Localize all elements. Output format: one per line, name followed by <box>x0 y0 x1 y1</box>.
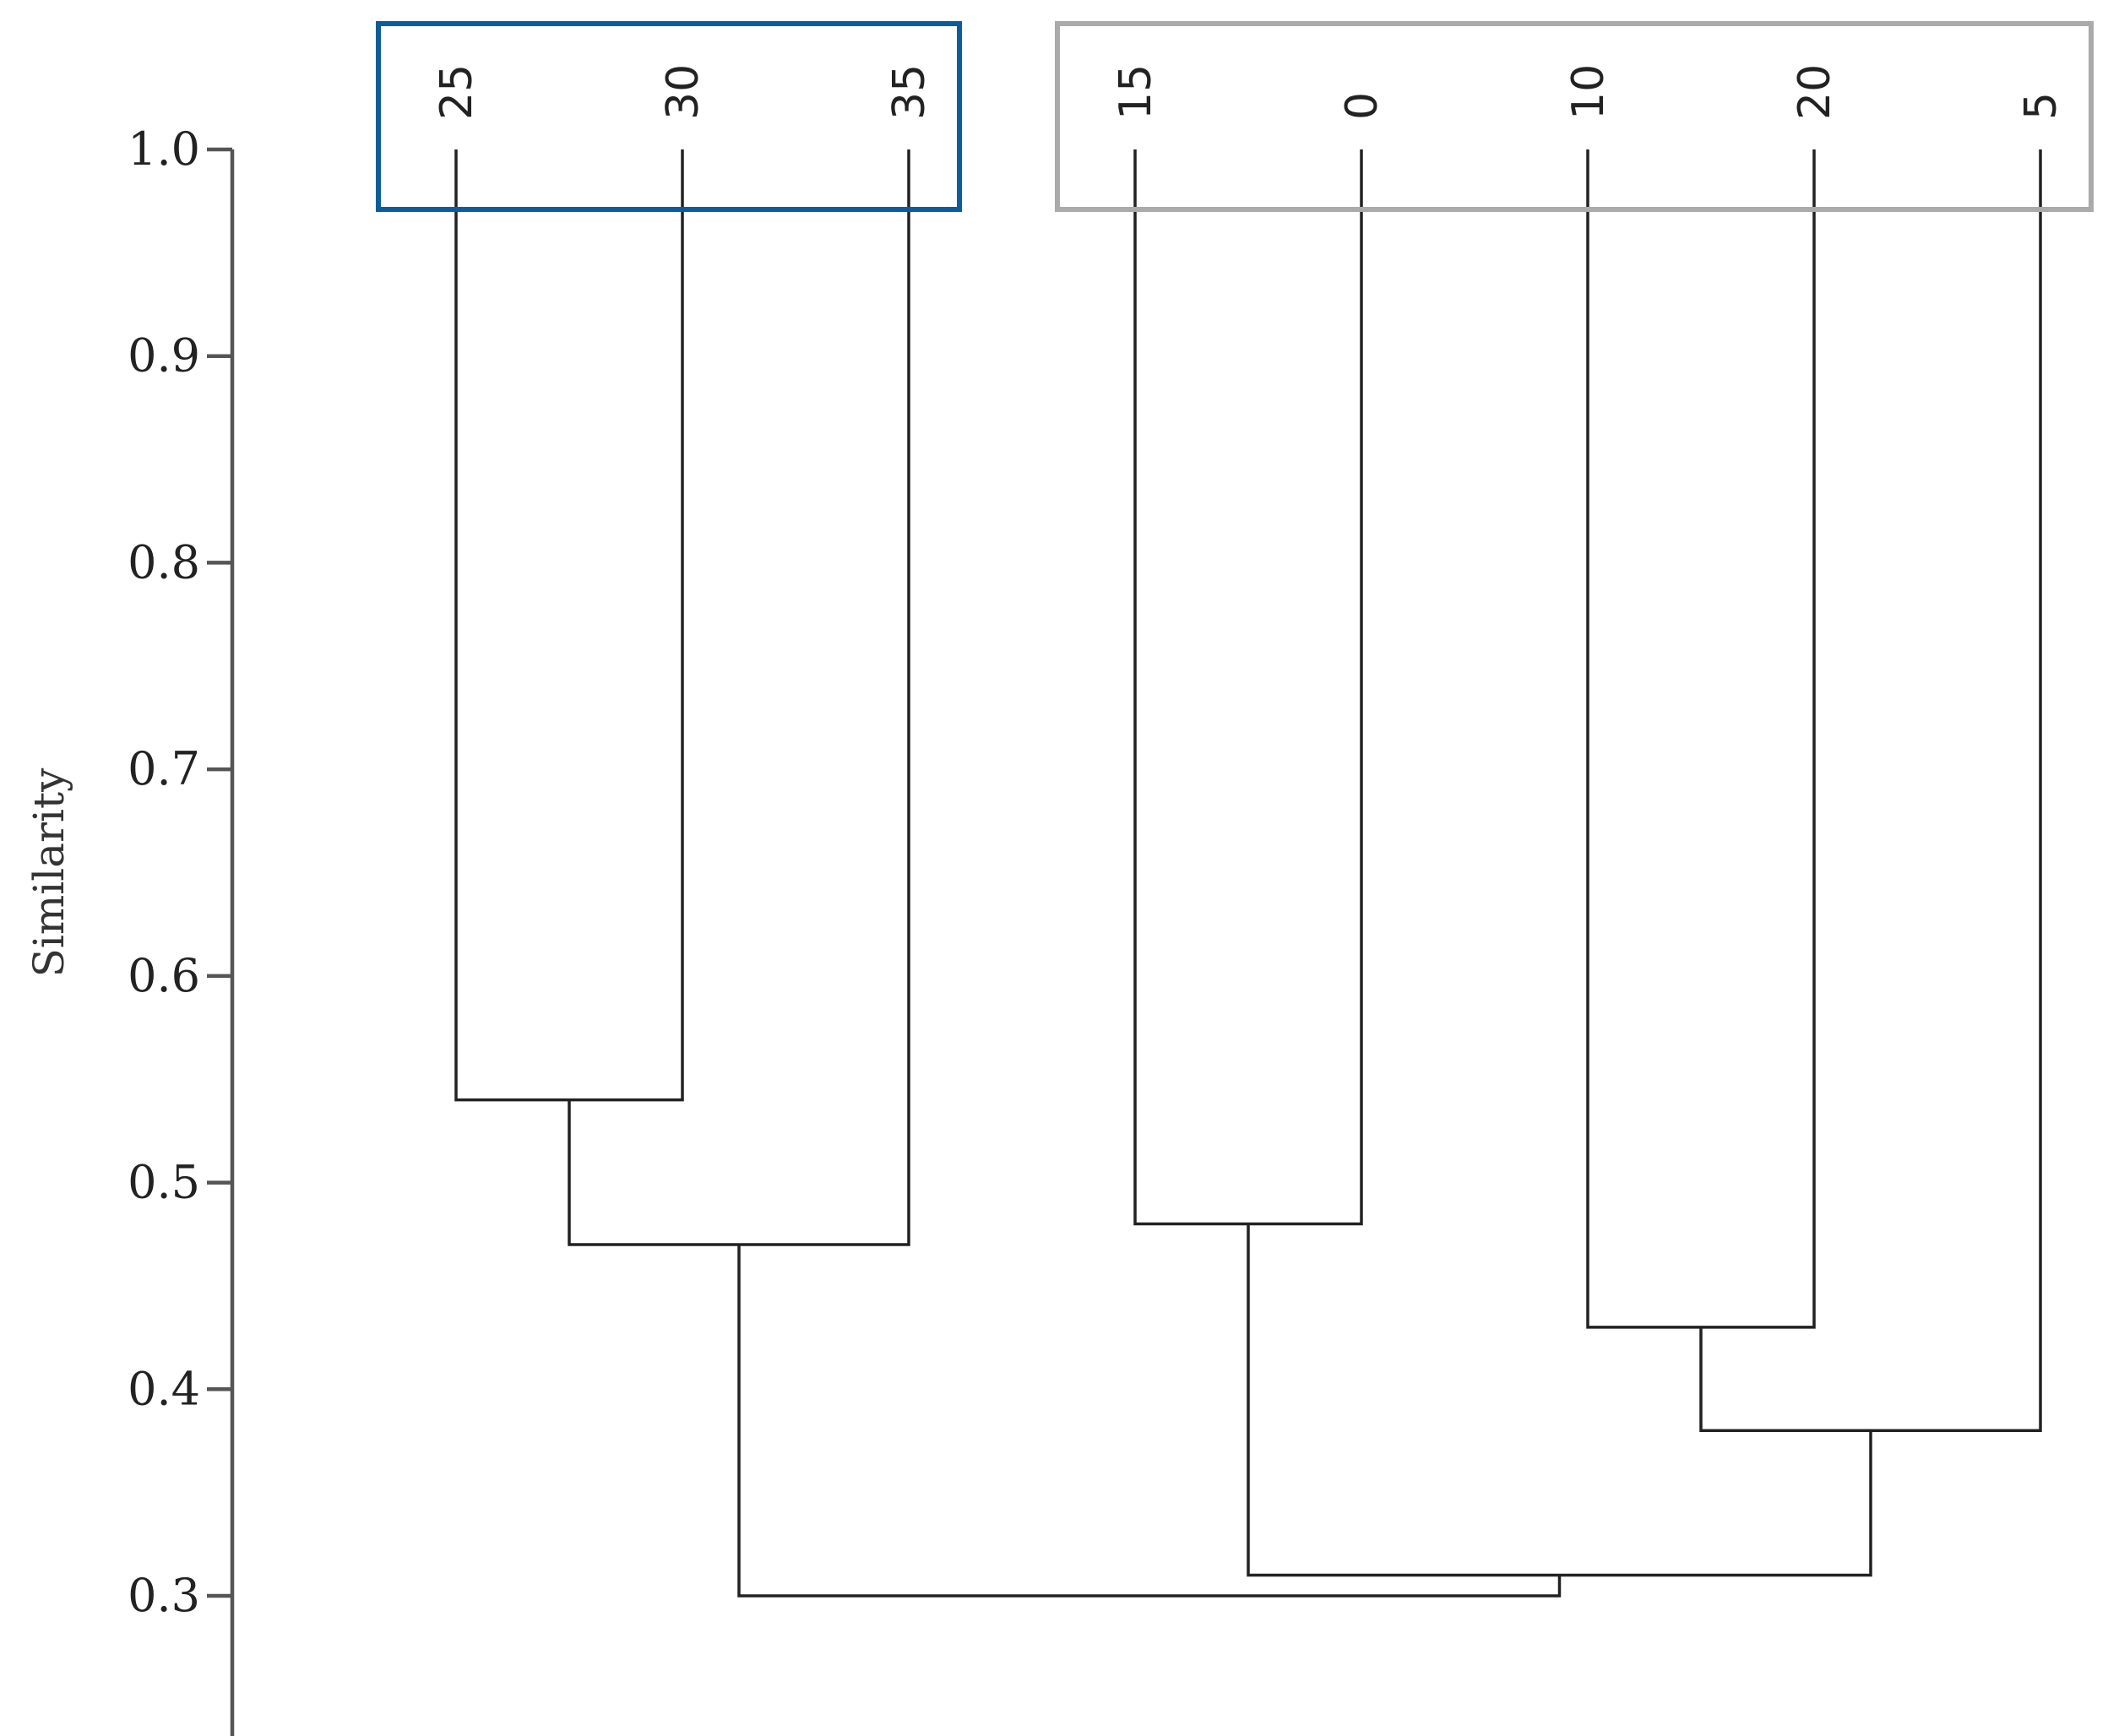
dendrogram-links <box>454 149 2042 1598</box>
leaf-labels: 25 30 35 15 0 10 20 5 <box>432 64 2067 120</box>
y-tick-label: 0.9 <box>128 329 200 382</box>
merge-link-1 <box>568 149 910 1246</box>
merge-link-0 <box>454 149 684 1102</box>
leaf-label-0: 0 <box>1337 92 1388 120</box>
y-tick-label: 1.0 <box>128 122 200 176</box>
y-tick-label: 0.7 <box>128 742 200 795</box>
leaf-label-25: 25 <box>432 64 482 120</box>
leaf-label-5: 5 <box>2016 92 2067 120</box>
y-axis-title: Similarity <box>24 768 73 977</box>
merge-link-4 <box>1699 149 2042 1432</box>
y-tick-label: 0.5 <box>128 1156 200 1209</box>
group-box-1 <box>376 21 962 212</box>
group-box-2 <box>1055 21 2094 212</box>
leaf-label-35: 35 <box>884 64 935 120</box>
leaf-label-30: 30 <box>658 64 709 120</box>
y-tick-label: 0.4 <box>128 1362 200 1415</box>
leaf-label-10: 10 <box>1563 64 1614 120</box>
merge-link-3 <box>1586 149 1816 1329</box>
merge-link-6 <box>737 1244 1562 1598</box>
merge-link-2 <box>1133 149 1363 1226</box>
y-tick-label: 0.6 <box>128 949 200 1002</box>
leaf-label-20: 20 <box>1790 64 1840 120</box>
y-tick-label: 0.8 <box>128 535 200 589</box>
leaf-label-15: 15 <box>1111 64 1161 120</box>
y-tick-label: 0.3 <box>128 1569 200 1622</box>
group-boxes <box>376 21 2094 212</box>
y-axis: 1.0 0.9 0.8 0.7 0.6 0.5 0.4 0.3 <box>128 122 235 1736</box>
merge-link-5 <box>1247 1223 1872 1577</box>
